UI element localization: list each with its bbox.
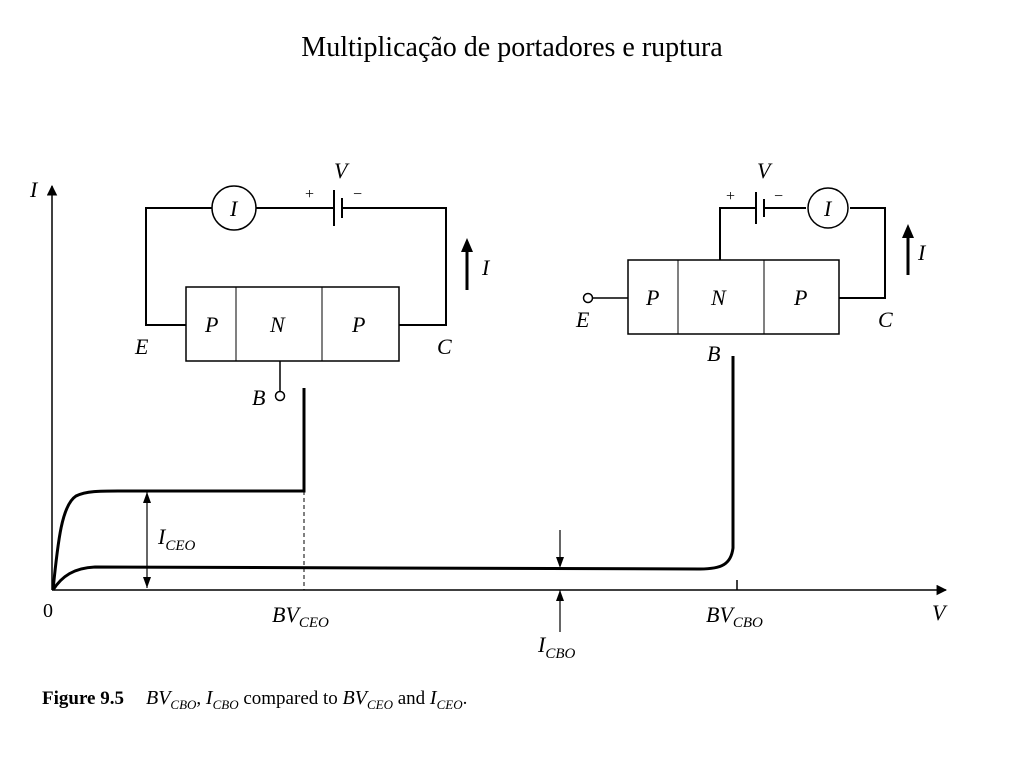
icbo-curve [51,356,735,591]
iceo-label: ICEO [157,524,195,554]
bvcbo-label: BVCBO [706,602,763,631]
left-base-terminal [274,390,286,402]
left-layer-n: N [269,312,286,337]
right-ammeter-label: I [823,196,833,221]
icbo-label: ICBO [537,632,575,662]
figure-caption: Figure 9.5 BVCBO, ICBO compared to BVCEO… [42,687,467,712]
right-collector-label: C [878,307,893,332]
left-ammeter-label: I [229,196,239,221]
right-minus: − [774,188,783,205]
left-emitter-label: E [134,334,149,359]
right-layer-p2: P [793,285,807,310]
y-axis-label: I [29,177,39,202]
right-current-label: I [917,240,927,265]
left-layer-p1: P [204,312,218,337]
left-wire [145,207,447,326]
circuit-right: P N P + − V I I E C B [575,158,927,366]
left-source-label: V [334,158,350,183]
left-layer-p2: P [351,312,365,337]
iceo-curve [51,388,306,591]
x-axis-label: V [932,600,948,625]
iceo-dimension [143,492,151,588]
right-emitter-label: E [575,307,590,332]
page-title: Multiplicação de portadores e ruptura [301,32,723,63]
curves [51,356,735,591]
circuit-left: P N P + − V I I B E C [134,158,491,410]
icbo-arrows [556,530,564,632]
origin-label: 0 [43,600,53,622]
right-layer-n: N [710,285,727,310]
left-base-label: B [252,385,265,410]
left-plus: + [305,186,314,203]
right-emitter-terminal [582,292,594,304]
left-ammeter [211,185,257,231]
right-plus: + [726,188,735,205]
axes: I V 0 [29,177,948,625]
left-minus: − [353,186,362,203]
bvceo-label: BVCEO [272,602,329,631]
right-ammeter [807,187,849,229]
right-base-label: B [707,341,720,366]
left-current-label: I [481,255,491,280]
right-layer-p1: P [645,285,659,310]
right-wire [719,207,886,299]
left-collector-label: C [437,334,452,359]
right-source-label: V [757,158,773,183]
